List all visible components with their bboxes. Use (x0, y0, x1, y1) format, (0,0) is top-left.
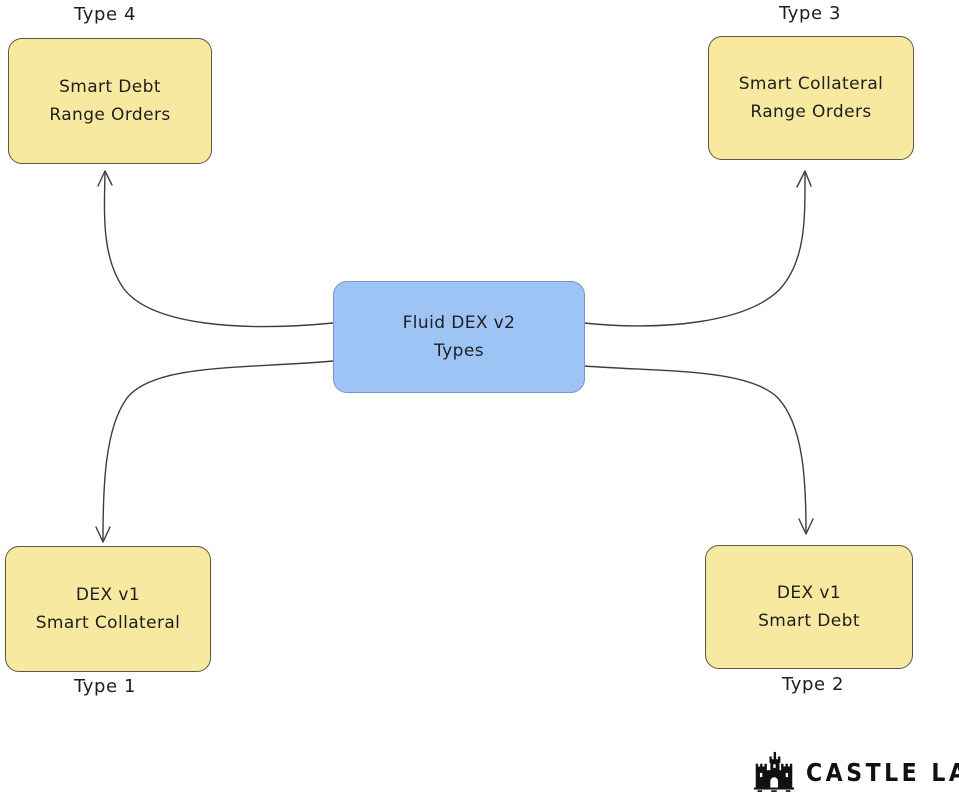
node-label-line: Range Orders (49, 105, 171, 125)
type3-label: Type 3 (778, 3, 842, 24)
node-smart-collateral-range-orders: Smart Collateral Range Orders (708, 36, 914, 160)
connector-center-to-type1 (95, 360, 334, 543)
node-label-line: DEX v1 (776, 582, 842, 603)
node-label-line: DEX v1 (75, 584, 141, 605)
connector-center-to-type2 (583, 365, 814, 535)
type1-label: Type 1 (73, 676, 137, 697)
node-label-line: Types (434, 341, 484, 361)
node-label-line: Smart Collateral (35, 613, 181, 633)
castle-labs-wordmark: CASTLE LABS (806, 757, 959, 787)
node-dex-v1-smart-debt: DEX v1 Smart Debt (705, 545, 913, 669)
type2-label: Type 2 (781, 674, 845, 695)
node-smart-debt-range-orders: Smart Debt Range Orders (8, 38, 212, 164)
node-label-line: Fluid DEX v2 (402, 312, 516, 333)
connector-center-to-type4 (97, 170, 334, 328)
node-label-line: Smart Debt (758, 611, 860, 631)
castle-icon (753, 751, 795, 792)
castle-labs-logo: CASTLE LABS (752, 751, 959, 793)
node-fluid-dex-v2-types: Fluid DEX v2 Types (333, 281, 585, 393)
node-label-line: Range Orders (750, 102, 872, 122)
type4-label: Type 4 (73, 4, 137, 25)
connector-center-to-type3 (583, 170, 812, 327)
node-label-line: Smart Collateral (738, 73, 884, 94)
node-label-line: Smart Debt (59, 76, 161, 97)
node-dex-v1-smart-collateral: DEX v1 Smart Collateral (5, 546, 211, 672)
